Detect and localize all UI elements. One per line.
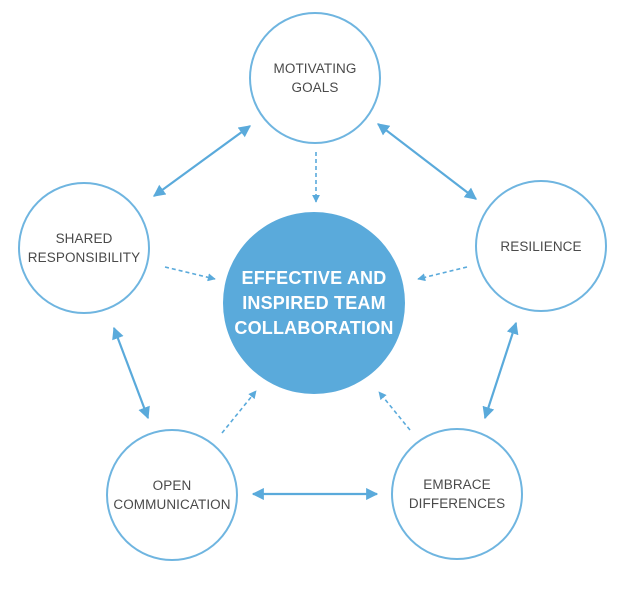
node-label-line: EMBRACE xyxy=(423,477,491,492)
node-label-line: SHARED xyxy=(55,231,113,246)
node-label-line: RESILIENCE xyxy=(500,238,582,254)
dashed-arrow-differences-center xyxy=(378,391,411,431)
node-label-motivating-goals: MOTIVATING GOALS xyxy=(255,38,375,118)
node-label-embrace-differences: EMBRACE DIFFERENCES xyxy=(397,454,517,534)
node-label-line: COMMUNICATION xyxy=(113,497,231,512)
arrow-resilience-differences xyxy=(482,321,519,420)
node-circle-embrace-differences xyxy=(391,428,523,560)
arrow-goals-resilience xyxy=(377,123,477,200)
dashed-arrow-resilience-center xyxy=(417,266,468,282)
center-circle xyxy=(223,212,405,394)
node-circle-motivating-goals xyxy=(249,12,381,144)
node-circle-open-communication xyxy=(106,429,238,561)
node-label-line: OPEN xyxy=(152,478,192,493)
node-circle-shared-responsibility xyxy=(18,182,150,314)
arrow-goals-shared xyxy=(153,125,251,197)
dashed-arrow-shared-center xyxy=(164,266,216,282)
arrow-shared-communication xyxy=(112,326,150,420)
node-circle-resilience xyxy=(475,180,607,312)
node-label-line: DIFFERENCES xyxy=(408,496,506,511)
node-label-line: RESPONSIBILITY xyxy=(27,250,141,265)
node-label-resilience: RESILIENCE xyxy=(481,206,601,286)
node-label-line: MOTIVATING xyxy=(273,61,357,76)
node-label-line: GOALS xyxy=(291,80,339,95)
center-label-line: INSPIRED TEAM xyxy=(242,292,386,313)
center-label: EFFECTIVE AND INSPIRED TEAM COLLABORATIO… xyxy=(229,253,399,353)
center-label-line: COLLABORATION xyxy=(234,317,394,338)
node-label-open-communication: OPEN COMMUNICATION xyxy=(107,455,237,535)
center-label-line: EFFECTIVE AND xyxy=(241,267,387,288)
node-label-shared-responsibility: SHARED RESPONSIBILITY xyxy=(24,208,144,288)
dashed-arrow-communication-center xyxy=(221,390,257,434)
